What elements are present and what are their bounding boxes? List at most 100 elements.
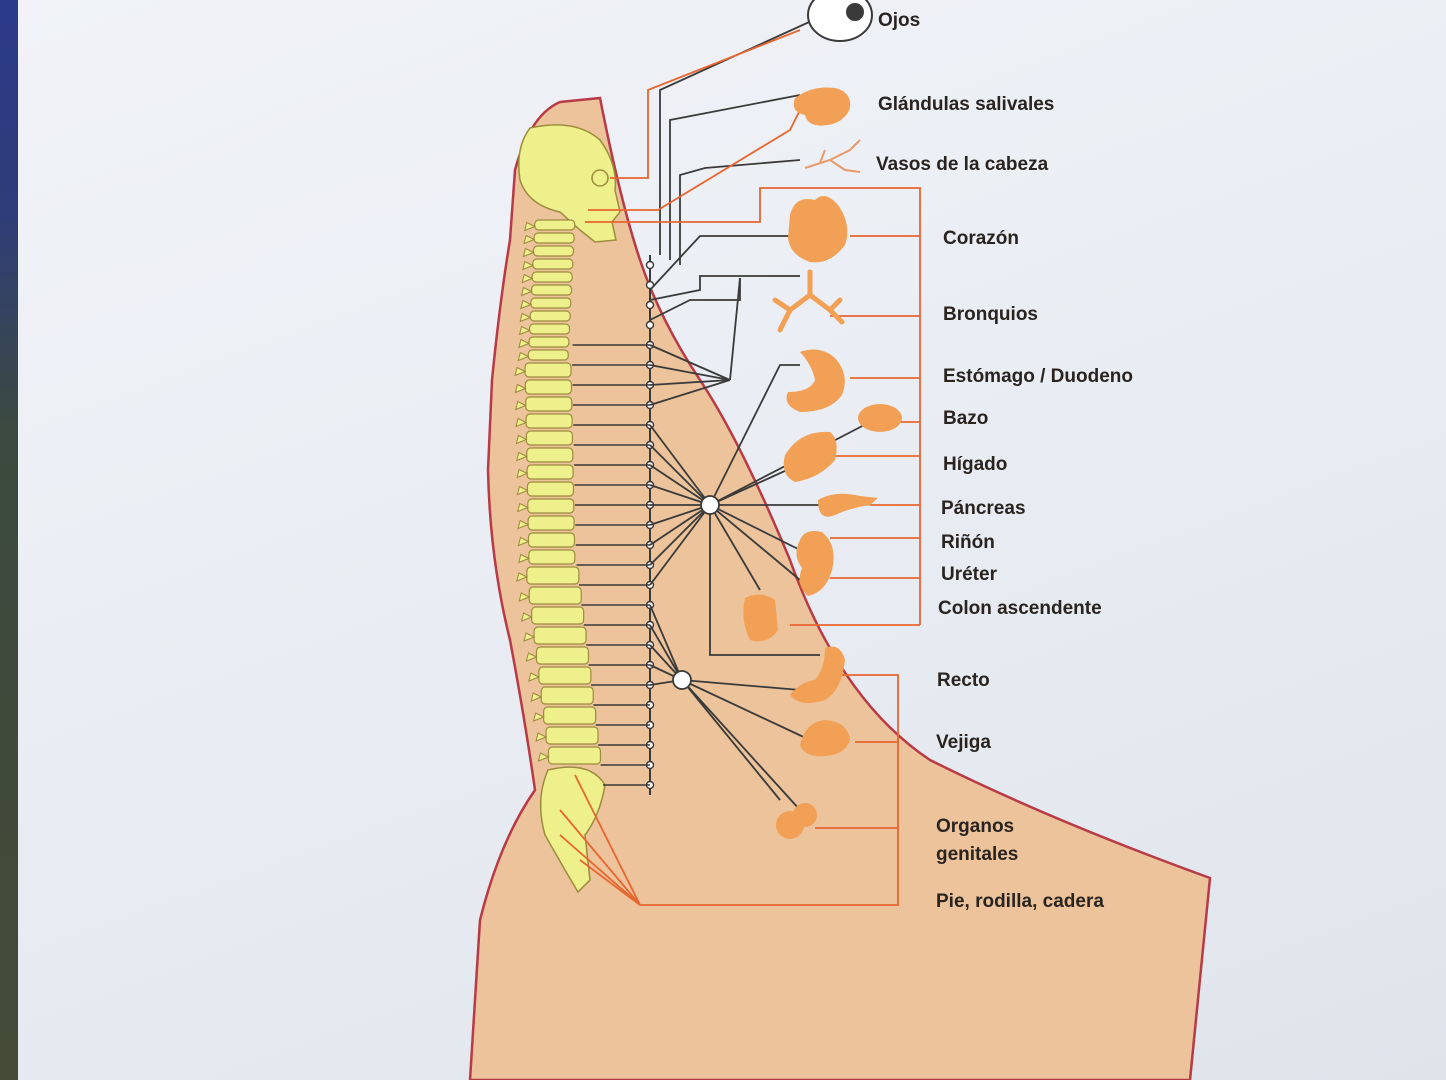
liver-icon [783,431,837,482]
colon-icon [743,594,778,642]
bronchi-icon [772,269,845,333]
vertebra [531,606,585,625]
sacrum [539,766,606,894]
vertebra-process [522,247,535,258]
vertebra-process [525,652,538,662]
vertebra-process [516,468,529,479]
label-vejiga: Vejiga [936,732,991,753]
vertebra [532,258,574,270]
vertebra-process [515,417,528,428]
vertebra [524,379,573,395]
vertebra-process [518,338,531,349]
bladder-icon [800,720,850,757]
label-glandulas: Glándulas salivales [878,94,1054,115]
vertebra [540,686,594,705]
genital-organs-icon [776,803,817,839]
label-recto: Recto [937,670,990,691]
vertebra [527,349,569,361]
kidney-icon [796,531,834,596]
vertebra [528,323,571,335]
vertebra [526,566,580,585]
vertebra-process [522,260,535,271]
salivary-glands-icon [793,87,851,126]
vertebra [527,498,575,514]
vertebra [543,706,597,725]
vertebra-process [518,553,531,564]
vertebra-process [520,612,533,622]
rectum-icon [790,646,845,704]
vertebra [525,396,573,412]
skull [518,124,621,243]
label-vasos: Vasos de la cabeza [876,154,1049,175]
vertebra [525,413,573,429]
vertebra [538,666,592,685]
dark-nerves [649,17,871,811]
vertebra-process [520,286,533,297]
vertebra [530,284,573,296]
vertebra-process [517,519,530,530]
vertebra [533,232,575,244]
label-organos-line1: Organos [936,816,1014,837]
pancreas-icon [818,493,878,517]
vertebra [534,219,576,231]
label-bronquios: Bronquios [943,304,1038,325]
vertebra [529,310,571,322]
vertebra-process [521,273,534,284]
vertebra-process [518,325,531,336]
vertebra-process [517,502,529,513]
vertebra [530,297,572,309]
vertebra-process [530,692,543,702]
vertebra [532,245,575,257]
vertebra-process [518,592,531,602]
body-silhouette [468,96,1212,1080]
vertebra-process [537,752,550,762]
label-higado: Hígado [943,454,1007,475]
vertebra-process [520,299,533,310]
vertebra [525,430,574,446]
head-vessels-icon [804,139,861,173]
vertebra-process [523,234,536,245]
celiac-ganglion [700,495,720,515]
vertebra-process [514,383,527,394]
vertebra-process [519,312,532,323]
label-corazon: Corazón [943,228,1019,249]
vertebra-process [516,572,529,582]
vertebra-process [514,366,527,377]
vertebra [528,549,576,565]
chain-node [645,260,655,270]
stomach-icon [786,349,845,412]
vertebra [527,532,576,548]
vertebra-process [517,351,530,362]
spine [514,219,602,765]
vertebra [526,481,575,497]
label-ojos: Ojos [878,10,920,31]
label-rinon: Riñón [941,532,995,553]
vertebra [535,646,590,665]
orange-nerves [559,29,921,906]
spleen-icon [858,404,902,432]
inferior-ganglion [672,670,692,690]
label-ureter: Uréter [941,564,998,585]
label-pancreas: Páncreas [941,498,1026,519]
vertebra-process [516,451,528,462]
labels: Ojos Glándulas salivales Vasos de la cab… [876,10,1133,912]
chain-node [645,320,655,330]
label-colon: Colon ascendente [938,598,1102,619]
book-edge [0,0,18,1080]
label-estomago: Estómago / Duodeno [943,366,1133,387]
vertebra [528,336,570,348]
vertebra-process [532,712,545,722]
vertebra [526,447,574,463]
vertebra [533,626,587,645]
vertebra-process [516,485,529,496]
vertebra [527,515,575,531]
spinal-rami [572,344,650,786]
vertebra [528,586,582,605]
vertebra-process [528,672,541,682]
vertebra [526,464,574,480]
vertebra-process [515,434,528,445]
chain-node [645,300,655,310]
label-pie: Pie, rodilla, cadera [936,891,1104,912]
label-bazo: Bazo [943,408,988,429]
